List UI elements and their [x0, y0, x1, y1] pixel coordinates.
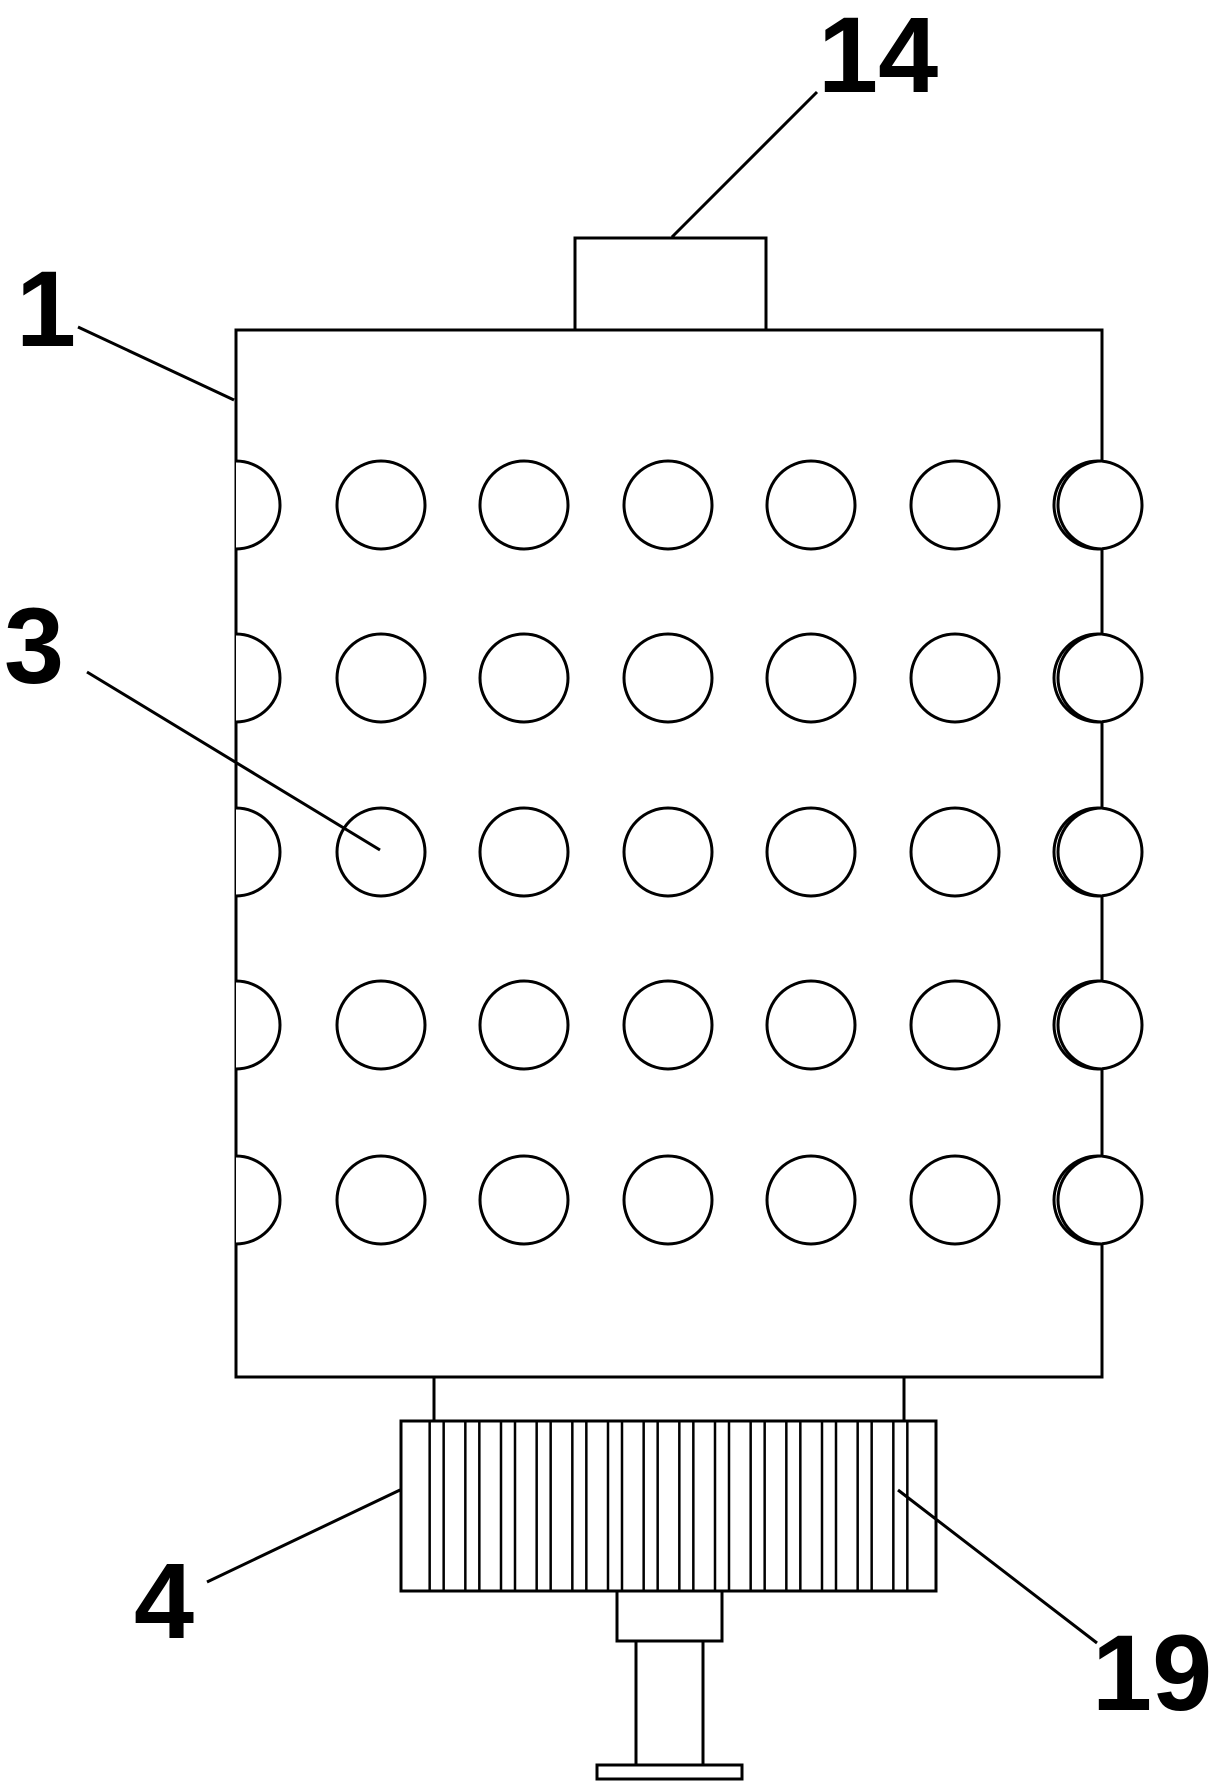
perforation-hole — [335, 806, 427, 898]
perforation-hole — [335, 1154, 427, 1246]
half-hole-right — [1056, 806, 1103, 898]
perforation-hole — [335, 979, 427, 1071]
perforation-hole — [765, 1154, 857, 1246]
leader-line-19 — [897, 1488, 1098, 1645]
callout-3: 3 — [4, 585, 64, 706]
half-hole-left — [235, 806, 282, 898]
leader-line-1 — [77, 325, 235, 402]
perforation-hole — [478, 806, 570, 898]
half-hole-right — [1056, 979, 1103, 1071]
callout-14: 14 — [818, 0, 938, 115]
perforation-hole — [765, 806, 857, 898]
perforation-hole — [909, 459, 1001, 551]
perforation-hole — [909, 632, 1001, 724]
perforation-hole — [909, 979, 1001, 1071]
shaft-collar — [615, 1589, 724, 1643]
leader-line-4 — [206, 1488, 401, 1584]
perforation-hole — [765, 459, 857, 551]
half-hole-left — [235, 1154, 282, 1246]
callout-19: 19 — [1092, 1612, 1212, 1733]
perforation-hole — [622, 806, 714, 898]
perforation-hole — [335, 632, 427, 724]
perforation-hole — [478, 459, 570, 551]
half-hole-right — [1056, 1154, 1103, 1246]
perforation-hole — [622, 979, 714, 1071]
half-hole-left — [235, 979, 282, 1071]
perforation-holes — [235, 459, 1144, 1246]
callout-1: 1 — [16, 248, 76, 369]
perforation-hole — [909, 1154, 1001, 1246]
perforation-hole — [622, 459, 714, 551]
perforation-hole — [909, 806, 1001, 898]
half-hole-right — [1056, 632, 1103, 724]
perforation-hole — [335, 459, 427, 551]
top-cap — [573, 236, 768, 332]
half-hole-left — [235, 459, 282, 551]
half-hole-left — [235, 632, 282, 724]
shaft-base-plate — [595, 1763, 744, 1781]
perforation-hole — [478, 979, 570, 1071]
gear-teeth — [428, 1421, 909, 1591]
callout-4: 4 — [134, 1540, 194, 1661]
perforation-hole — [622, 1154, 714, 1246]
shaft — [634, 1639, 705, 1769]
gear-ring — [399, 1419, 938, 1593]
perforation-hole — [478, 1154, 570, 1246]
half-hole-right — [1056, 459, 1103, 551]
leader-line-14 — [670, 90, 819, 239]
perforation-hole — [622, 632, 714, 724]
perforation-hole — [765, 632, 857, 724]
neck-connector — [432, 1375, 906, 1423]
perforation-hole — [478, 632, 570, 724]
leader-line-3 — [86, 670, 381, 852]
perforation-hole — [765, 979, 857, 1071]
